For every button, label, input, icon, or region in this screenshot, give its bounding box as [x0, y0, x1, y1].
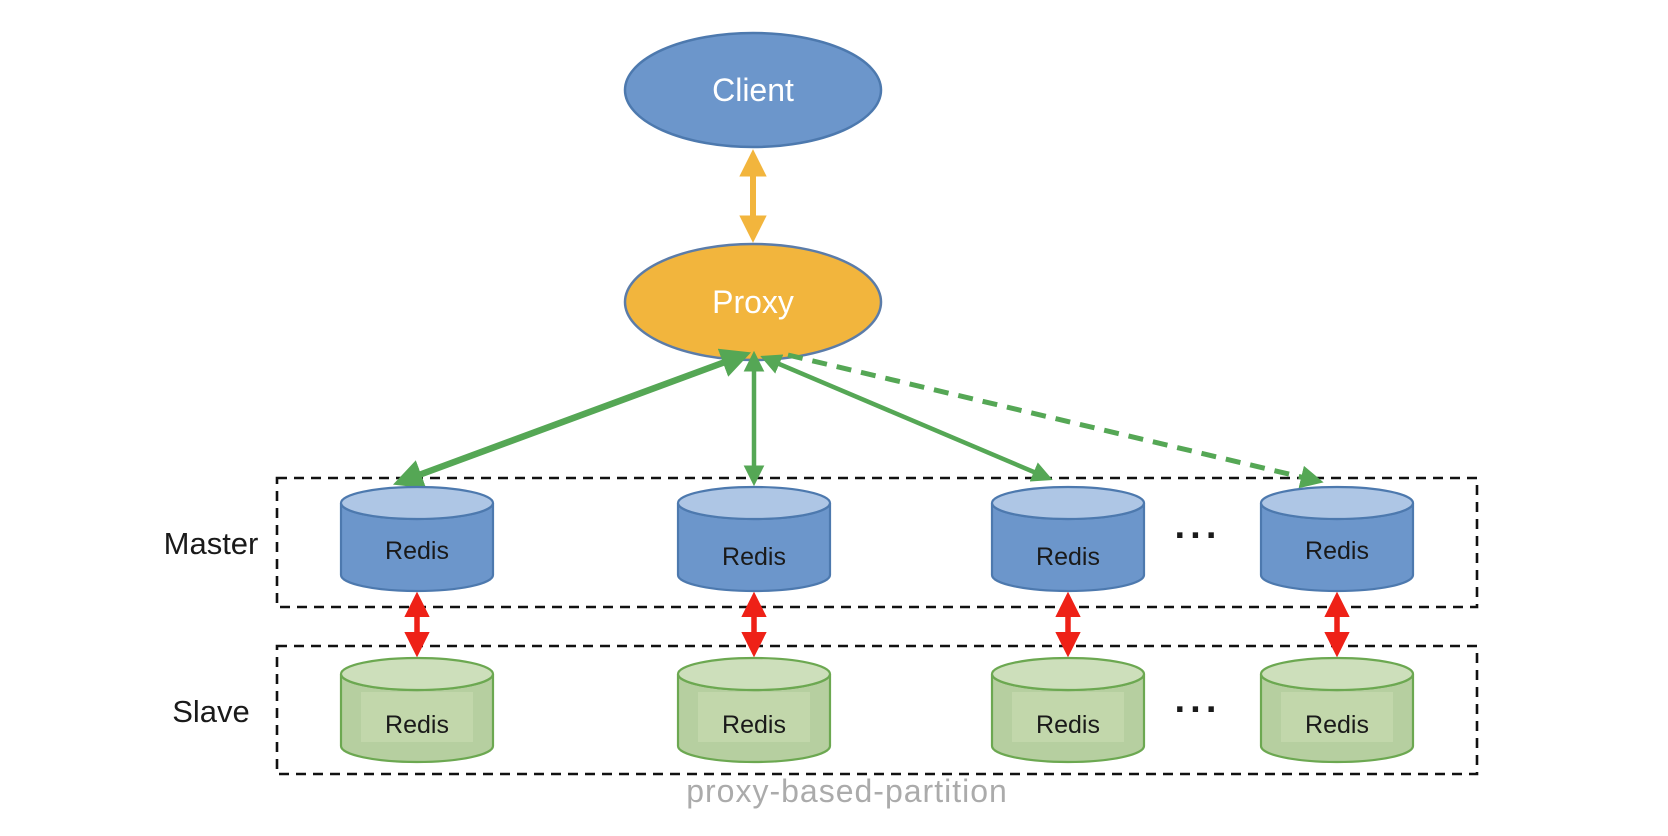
master-ellipsis: ··· [1175, 515, 1222, 557]
proxy-master3-arrow [760, 354, 1053, 482]
label-patch [698, 692, 810, 742]
proxy-master4-arrow-dashed [787, 352, 1324, 489]
client-label: Client [712, 72, 794, 108]
slave-redis-node-1: Redis [339, 656, 495, 764]
slave-redis-node-4: Redis [1259, 656, 1415, 764]
slave-group-box [275, 644, 1479, 776]
redis-label: Redis [722, 543, 786, 571]
master-redis-node-2: Redis [676, 485, 832, 593]
master-group-label: Master [164, 526, 259, 561]
label-patch [1281, 692, 1393, 742]
slave-redis-node-2: Redis [676, 656, 832, 764]
redis-label: Redis [385, 711, 449, 739]
redis-label: Redis [1305, 711, 1369, 739]
redis-label: Redis [722, 711, 786, 739]
master-redis-node-1: Redis [339, 485, 495, 593]
cylinder-top [1259, 656, 1415, 692]
proxy-master1-arrow [392, 348, 752, 489]
proxy-node: Proxy [623, 242, 883, 362]
slave-redis-node-3: Redis [990, 656, 1146, 764]
diagram-caption: proxy-based-partition [686, 773, 1008, 809]
cylinder-top [990, 656, 1146, 692]
master-redis-node-4: Redis [1259, 485, 1415, 593]
redis-label: Redis [1305, 537, 1369, 565]
redis-label: Redis [1036, 543, 1100, 571]
redis-label: Redis [385, 537, 449, 565]
cylinder-top [1259, 485, 1415, 521]
client-ellipse [623, 31, 883, 149]
cylinder-top [339, 656, 495, 692]
label-patch [1012, 692, 1124, 742]
slave-group-label: Slave [172, 694, 250, 729]
redis-label: Redis [1036, 711, 1100, 739]
slave-ellipsis: ··· [1175, 689, 1222, 731]
master-redis-node-3: Redis [990, 485, 1146, 593]
cylinder-top [990, 485, 1146, 521]
proxy-label: Proxy [712, 284, 794, 320]
label-patch [361, 692, 473, 742]
cylinder-top [676, 485, 832, 521]
cylinder-top [676, 656, 832, 692]
client-node: Client [623, 31, 883, 149]
cylinder-top [339, 485, 495, 521]
